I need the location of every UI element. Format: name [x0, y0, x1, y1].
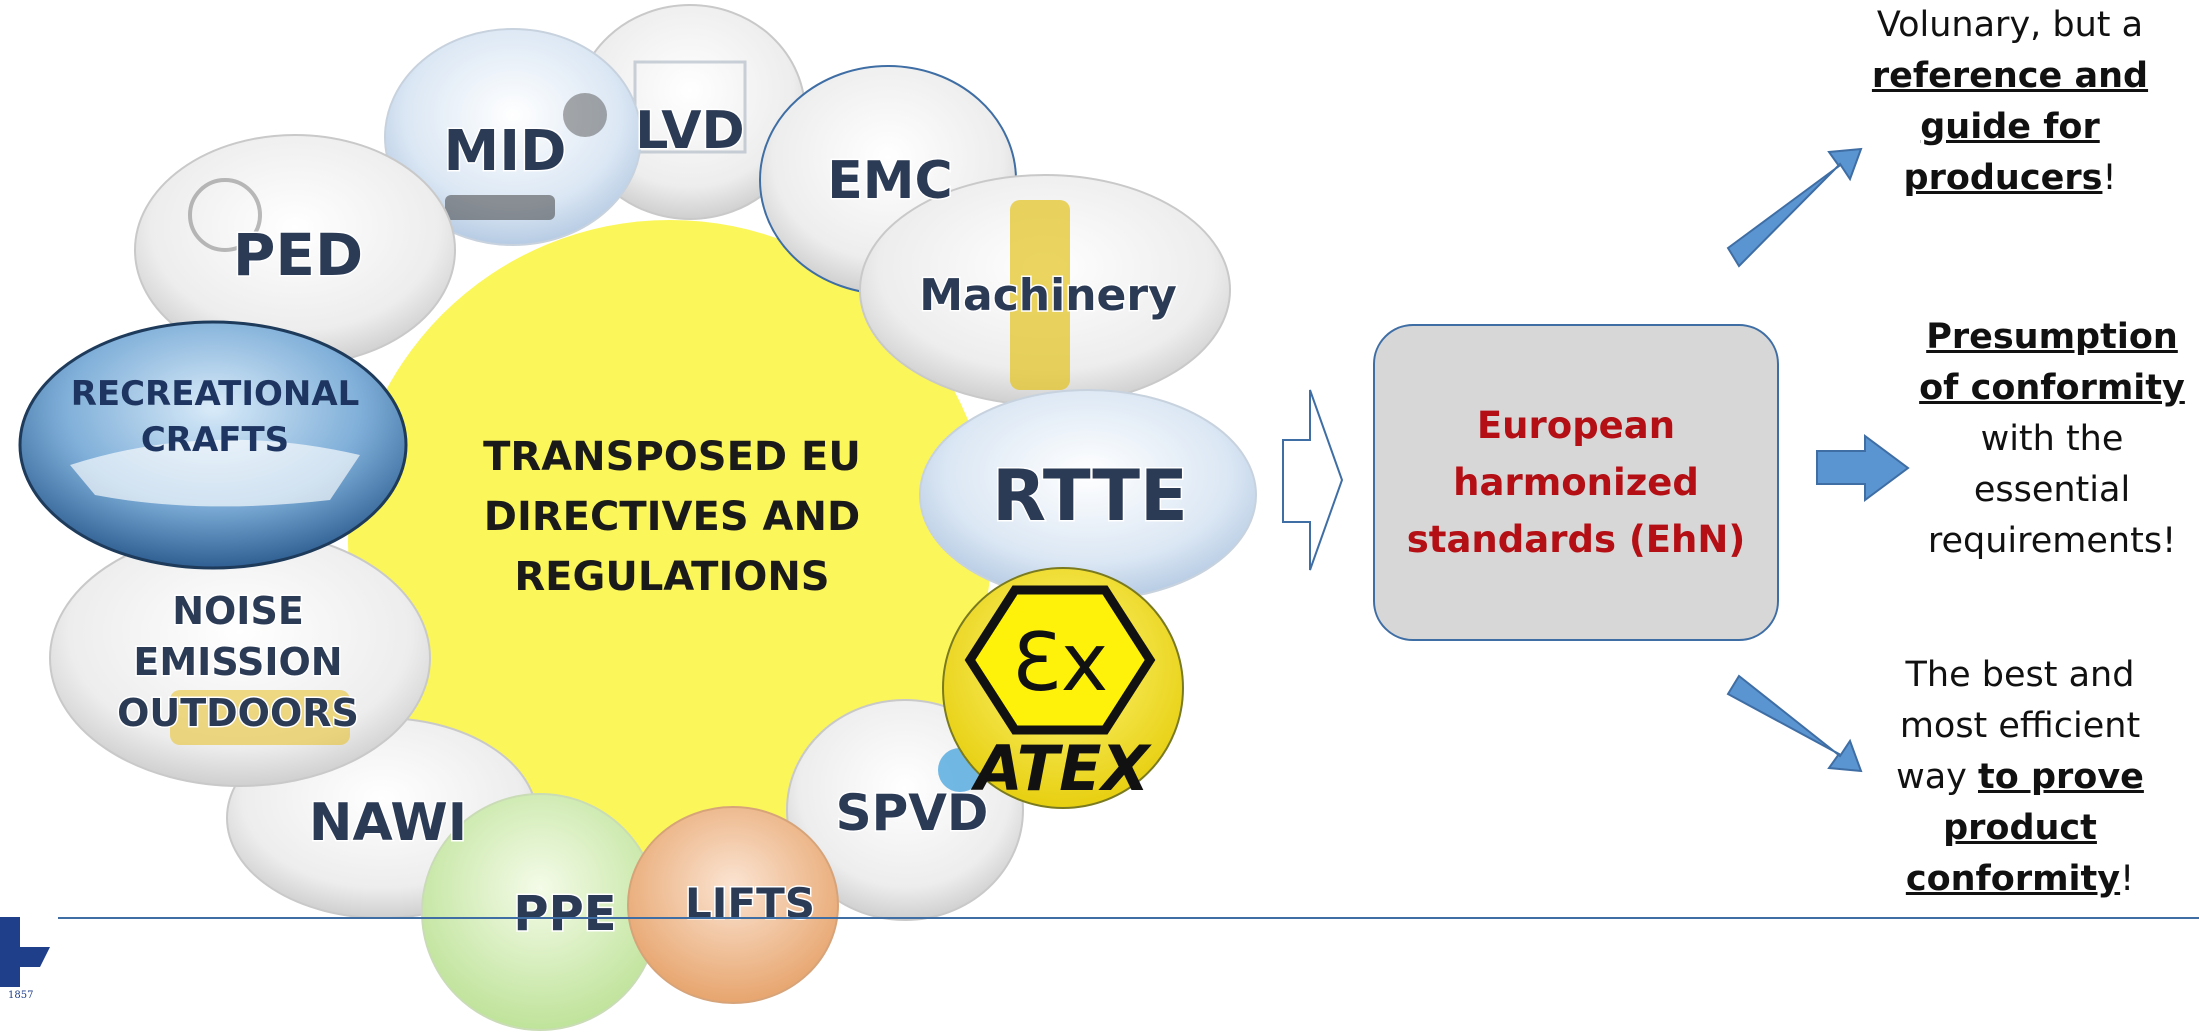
outcome-bottom-line-2: most efficient: [1899, 706, 2141, 746]
ehn-title: European harmonized standards (EhN): [1407, 397, 1746, 568]
bubble-label-spvd: SPVD: [836, 784, 989, 842]
bubble-label-ped: PED: [233, 221, 363, 289]
outcome-middle-line-2: essential: [1973, 470, 2131, 510]
outcome-bottom: The best and most efficient way to prove…: [1860, 650, 2180, 905]
outcome-bottom-bold-1: to prove: [1978, 757, 2144, 797]
bubble-atex: [942, 567, 1184, 809]
bubble-label-machinery: Machinery: [919, 270, 1177, 321]
bubble-label-emc: EMC: [827, 151, 952, 211]
bubble-recreational: [18, 320, 408, 570]
bubble-label-ppe: PPE: [513, 886, 616, 942]
institution-logo: [0, 917, 50, 987]
hollow-arrow-icon: [1282, 389, 1344, 571]
logo-year: 1857: [8, 990, 34, 1001]
bubble-noise: [49, 529, 431, 787]
center-title-line-3: REGULATIONS: [514, 554, 829, 600]
outcome-middle: Presumption of conformity with the essen…: [1905, 312, 2199, 567]
ehn-box: European harmonized standards (EhN): [1373, 324, 1779, 641]
outcome-middle-line-1: with the: [1980, 419, 2124, 459]
outcome-top-bold-2: guide for: [1920, 107, 2100, 147]
bubble-mid: [384, 28, 642, 246]
outcome-bottom-suffix: !: [2120, 859, 2135, 899]
atex-symbol: Ɛx: [1012, 616, 1108, 709]
bubble-label-lvd: LVD: [635, 101, 744, 161]
ehn-line-3: standards (EhN): [1406, 518, 1746, 561]
arrow-down-right-icon: [1726, 674, 1863, 773]
bubble-label-noise-1: NOISE: [172, 589, 304, 633]
outcome-middle-line-3: requirements!: [1927, 521, 2177, 561]
bubble-label-recreational-2: CRAFTS: [141, 420, 289, 460]
ehn-line-2: harmonized: [1453, 461, 1699, 504]
bubble-label-noise-2: EMISSION: [133, 640, 342, 684]
bubble-lifts: [627, 806, 839, 1004]
outcome-bottom-bold-2: product: [1943, 808, 2097, 848]
outcome-bottom-line-1: The best and: [1905, 655, 2135, 695]
bubble-label-lifts: LIFTS: [685, 879, 815, 928]
bubble-label-atex: ATEX: [970, 732, 1153, 805]
outcome-top-bold-3: producers: [1903, 158, 2103, 198]
bubble-label-noise-3: OUTDOORS: [117, 691, 359, 735]
outcome-bottom-line-3: way: [1896, 757, 1979, 797]
center-title-line-1: TRANSPOSED EU: [483, 434, 861, 480]
bubble-label-recreational-1: RECREATIONAL: [71, 374, 360, 414]
outcome-top-bold-1: reference and: [1871, 56, 2149, 96]
outcome-middle-bold-1: Presumption: [1926, 317, 2178, 357]
arrow-up-right-icon: [1726, 147, 1863, 268]
outcome-bottom-bold-3: conformity: [1905, 859, 2121, 899]
bubble-label-mid: MID: [443, 119, 566, 184]
ehn-line-1: European: [1476, 404, 1676, 447]
bubble-label-nawi: NAWI: [309, 793, 467, 853]
footer-divider: [58, 917, 2199, 919]
bubble-machinery: [859, 174, 1231, 406]
outcome-top-line-1: Volunary, but a: [1876, 5, 2144, 45]
center-title-line-2: DIRECTIVES AND: [484, 494, 860, 540]
outcome-top-suffix: !: [2102, 158, 2117, 198]
outcome-middle-bold-2: of conformity: [1919, 368, 2185, 408]
atex-hexagon-icon: [964, 585, 1156, 735]
bubble-label-rtte: RTTE: [992, 455, 1188, 537]
arrow-right-icon: [1816, 434, 1910, 502]
outcome-top: Volunary, but a reference and guide for …: [1850, 0, 2170, 204]
center-circle: [348, 220, 992, 864]
